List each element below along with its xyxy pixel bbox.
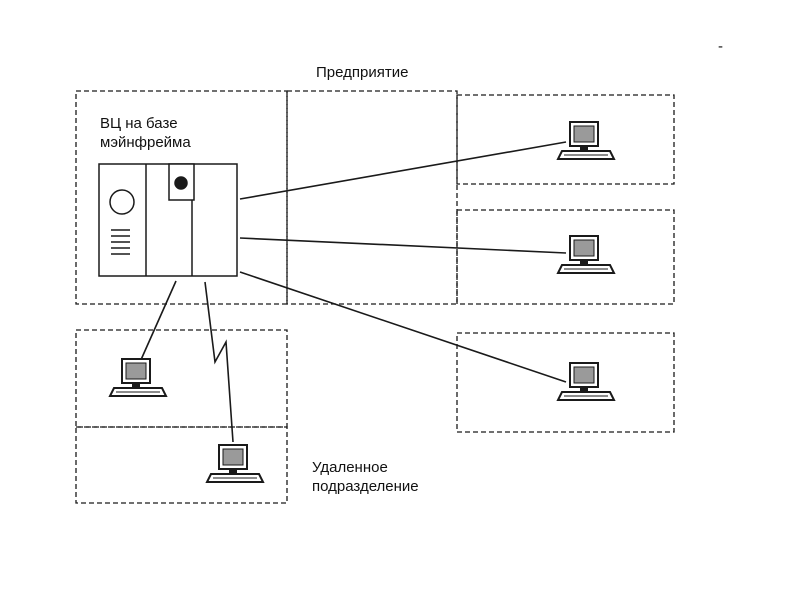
computer-terminal-icon — [206, 444, 264, 483]
local-terminal-zone — [75, 329, 288, 428]
computing-center-label-line1: ВЦ на базе — [100, 115, 178, 132]
corner-mark: - — [718, 38, 723, 55]
mainframe-icon — [98, 163, 238, 277]
link-to-terminal-top-right — [239, 141, 567, 200]
computing-center-label-line2: мэйнфрейма — [100, 134, 191, 151]
remote-division-label-line1: Удаленное — [312, 459, 388, 476]
remote-division-box — [75, 426, 288, 504]
computer-terminal-icon — [557, 362, 615, 401]
remote-division-label-line2: подразделение — [312, 478, 419, 495]
link-to-local-terminal — [139, 280, 177, 363]
wireless-link-to-remote-terminal — [204, 281, 234, 443]
computer-terminal-icon — [557, 121, 615, 160]
department-box-bottom — [456, 332, 675, 433]
enterprise-main-zone — [75, 90, 288, 305]
department-box-middle — [456, 209, 675, 305]
department-box-top — [456, 94, 675, 185]
link-to-terminal-bottom-right — [239, 271, 567, 383]
computer-terminal-icon — [109, 358, 167, 397]
computer-terminal-icon — [557, 235, 615, 274]
enterprise-label: Предприятие — [316, 64, 409, 81]
link-to-terminal-middle-right — [239, 237, 567, 254]
enterprise-middle-zone — [286, 90, 458, 305]
